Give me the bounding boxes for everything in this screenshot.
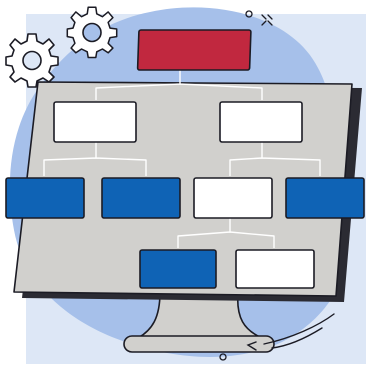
flowchart-node xyxy=(140,250,216,288)
flowchart-node xyxy=(236,250,314,288)
flowchart-node xyxy=(6,178,84,218)
flowchart-node xyxy=(54,102,136,142)
flowchart-node xyxy=(194,178,272,218)
gear-icon xyxy=(67,7,116,57)
gear-icon xyxy=(6,34,58,87)
flowchart-node xyxy=(220,102,302,142)
flowchart-node-root xyxy=(138,30,251,70)
flowchart-node xyxy=(102,178,180,218)
flowchart-node xyxy=(286,178,364,218)
